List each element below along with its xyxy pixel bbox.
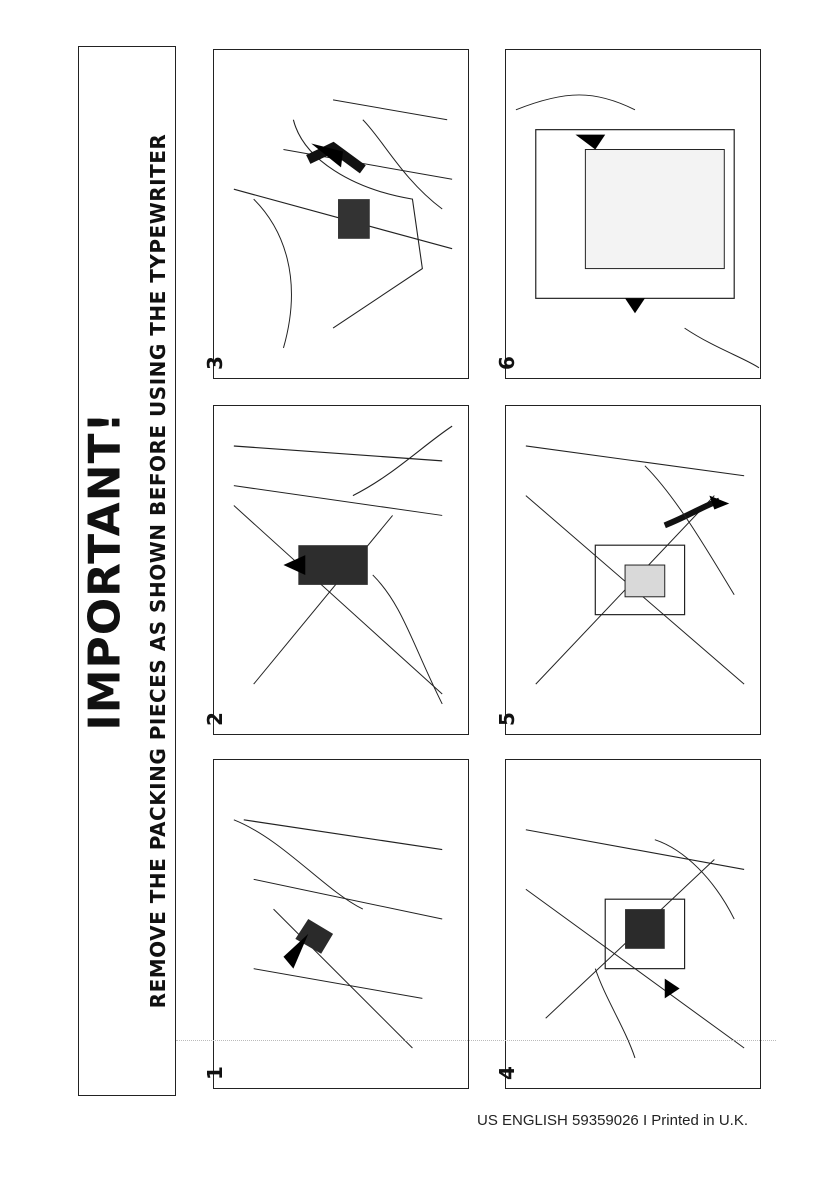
panel-step-5: 5: [505, 405, 761, 735]
important-banner: IMPORTANT! REMOVE THE PACKING PIECES AS …: [78, 46, 176, 1096]
panel-step-3: 3: [213, 49, 469, 379]
step-number-6: 6: [498, 352, 516, 370]
panel-step-6: 6: [505, 49, 761, 379]
banner-subtitle: REMOVE THE PACKING PIECES AS SHOWN BEFOR…: [146, 134, 170, 1009]
dotted-divider: [176, 1040, 776, 1042]
illustration-step-2: [214, 406, 468, 734]
illustration-step-6: [506, 50, 760, 378]
illustration-step-5: [506, 406, 760, 734]
illustration-step-1: [214, 760, 468, 1088]
step-number-3: 3: [206, 352, 224, 370]
step-number-2: 2: [206, 708, 224, 726]
step-number-5: 5: [498, 708, 516, 726]
illustration-step-3: [214, 50, 468, 378]
banner-title: IMPORTANT!: [80, 411, 131, 730]
footer-print-info: US ENGLISH 59359026 I Printed in U.K.: [477, 1112, 748, 1129]
panel-step-2: 2: [213, 405, 469, 735]
step-number-4: 4: [498, 1062, 516, 1080]
illustration-step-4: [506, 760, 760, 1088]
step-number-1: 1: [206, 1062, 224, 1080]
